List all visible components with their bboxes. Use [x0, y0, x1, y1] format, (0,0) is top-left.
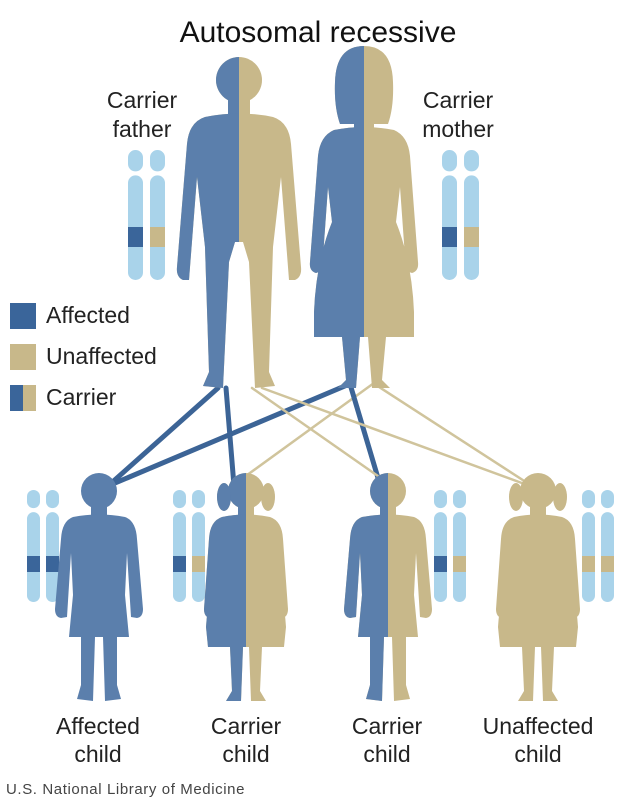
child-3-chromosomes: [434, 490, 466, 602]
father-label-line1: Carrier: [107, 87, 178, 113]
children-figures: [55, 473, 580, 701]
diagram-title: Autosomal recessive: [180, 16, 457, 49]
child-2-label-line1: Carrier: [211, 713, 282, 739]
child-1-silhouette: [55, 473, 143, 701]
credit-text: U.S. National Library of Medicine: [6, 781, 245, 798]
inheritance-line: [260, 386, 532, 488]
child-2-chromosomes: [173, 490, 205, 602]
child-3-label-line2: child: [363, 741, 410, 767]
child-2-label-line2: child: [222, 741, 269, 767]
inheritance-line: [250, 386, 397, 490]
child-4-chromosomes: [582, 490, 614, 602]
father-silhouette: [176, 57, 302, 388]
mother-label-line1: Carrier: [423, 87, 494, 113]
inheritance-line: [223, 385, 237, 489]
child-3-silhouette: [344, 473, 432, 701]
father-figure: [176, 57, 302, 388]
father-label-line2: father: [113, 116, 172, 142]
legend-carrier-swatch-right: [23, 385, 36, 411]
legend-affected-swatch: [10, 303, 36, 329]
mother-label-line2: mother: [422, 116, 494, 142]
legend-affected-label: Affected: [46, 302, 130, 328]
child-1-label-line2: child: [74, 741, 121, 767]
legend-carrier-swatch-left: [10, 385, 23, 411]
child-1-label-line1: Affected: [56, 713, 140, 739]
inheritance-lines: [105, 380, 534, 491]
child-4-label-line1: Unaffected: [483, 713, 594, 739]
father-chromosomes: [128, 150, 165, 280]
child-1-chromosomes: [27, 490, 59, 602]
child-4-label-line2: child: [514, 741, 561, 767]
legend-carrier-label: Carrier: [46, 384, 117, 410]
legend-unaffected-label: Unaffected: [46, 343, 157, 369]
inheritance-line: [374, 383, 534, 488]
mother-silhouette: [309, 46, 419, 388]
inheritance-line: [347, 381, 384, 491]
mother-chromosomes: [442, 150, 479, 280]
child-2-silhouette: [204, 473, 288, 701]
legend-unaffected-swatch: [10, 344, 36, 370]
chromosome-pairs: [27, 150, 614, 602]
child-3-label-line1: Carrier: [352, 713, 423, 739]
legend: Affected Unaffected Carrier: [10, 302, 157, 411]
mother-figure: [309, 46, 419, 388]
child-4-silhouette: [496, 473, 580, 701]
inheritance-line: [230, 381, 376, 488]
inheritance-line: [105, 385, 221, 489]
